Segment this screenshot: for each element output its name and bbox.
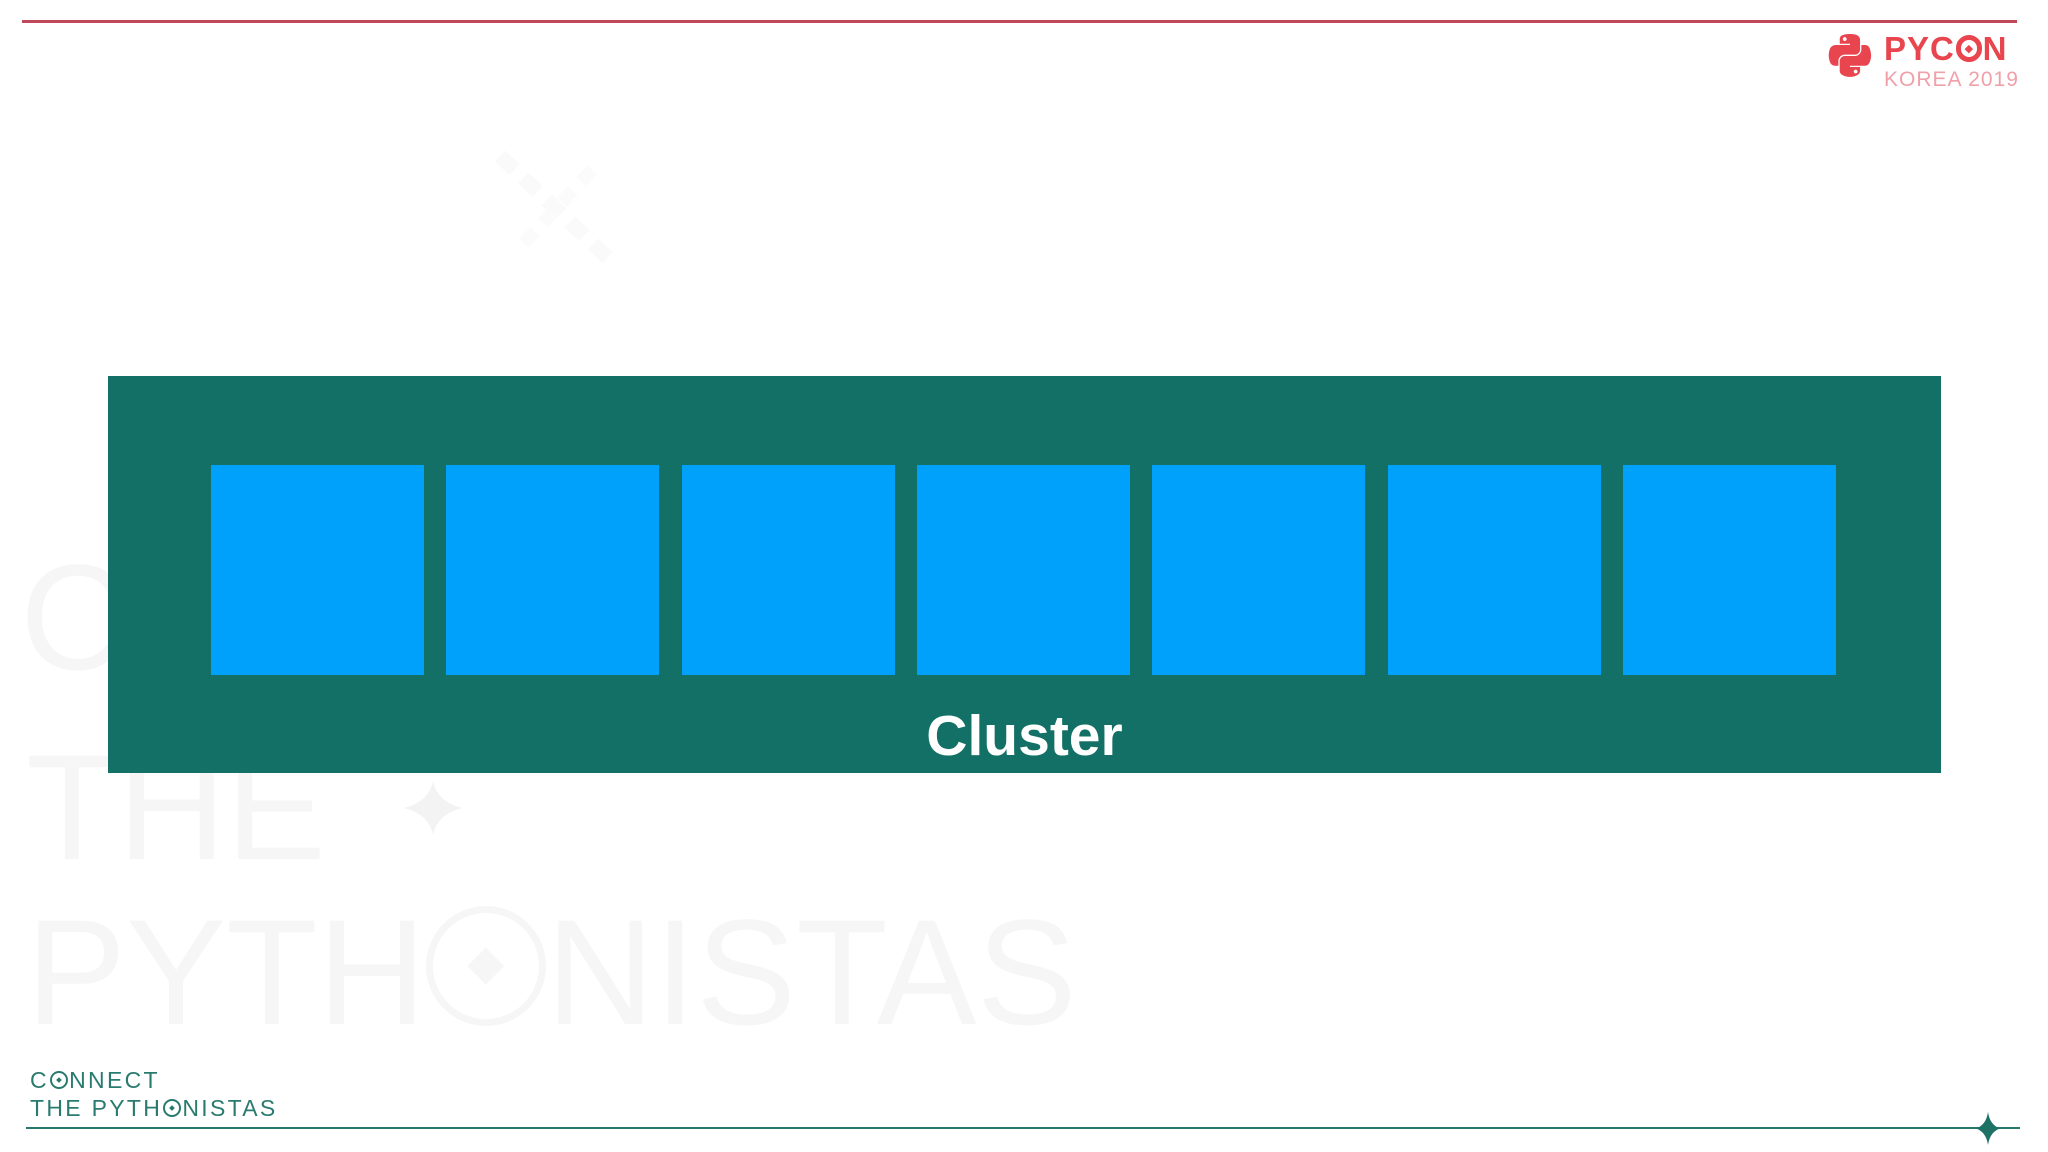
bottom-divider-rule — [26, 1127, 2020, 1129]
cluster-node-7 — [1622, 465, 1836, 675]
footer-line2-part1: THE PYTH — [30, 1095, 163, 1121]
sparkle-star-icon — [1976, 1112, 2000, 1145]
brand-subtitle: KOREA 2019 — [1884, 68, 2019, 91]
brand-title-part2: N — [1982, 30, 2008, 67]
top-divider-rule — [22, 20, 2017, 23]
watermark-target-o-icon — [426, 905, 547, 1026]
footer-lockup: C NNECT THE PYTH NISTAS — [30, 1066, 278, 1122]
cluster-node-row — [211, 465, 1836, 675]
pycon-brand: PYC N KOREA 2019 — [1826, 32, 2019, 90]
footer-line2: THE PYTH NISTAS — [30, 1094, 278, 1122]
cluster-label: Cluster — [926, 704, 1123, 768]
brand-title: PYC N — [1884, 32, 2019, 65]
footer-target-o-icon — [49, 1070, 69, 1090]
target-o-icon — [1955, 35, 1982, 62]
footer-target-o2-icon — [163, 1098, 182, 1118]
watermark-line3-part1: PYTH — [26, 888, 427, 1056]
footer-line1-part1: C — [30, 1067, 49, 1093]
cluster-node-6 — [1387, 465, 1601, 675]
brand-text: PYC N KOREA 2019 — [1884, 32, 2019, 90]
cluster-node-5 — [1152, 465, 1366, 675]
watermark-line3-part2: NISTAS — [546, 888, 1077, 1056]
cluster-node-4 — [916, 465, 1130, 675]
brand-title-part1: PYC — [1884, 30, 1955, 67]
faint-doodle-icon — [494, 150, 615, 265]
footer-line1-part2: NNECT — [69, 1067, 160, 1093]
cluster-node-1 — [211, 465, 424, 675]
watermark-sparkle-icon — [403, 781, 463, 835]
cluster-container: Cluster — [108, 376, 1941, 773]
cluster-node-3 — [681, 465, 895, 675]
cluster-node-2 — [446, 465, 660, 675]
footer-line1: C NNECT — [30, 1066, 278, 1094]
python-logo-icon — [1828, 34, 1872, 77]
footer-line2-part2: NISTAS — [182, 1095, 278, 1121]
